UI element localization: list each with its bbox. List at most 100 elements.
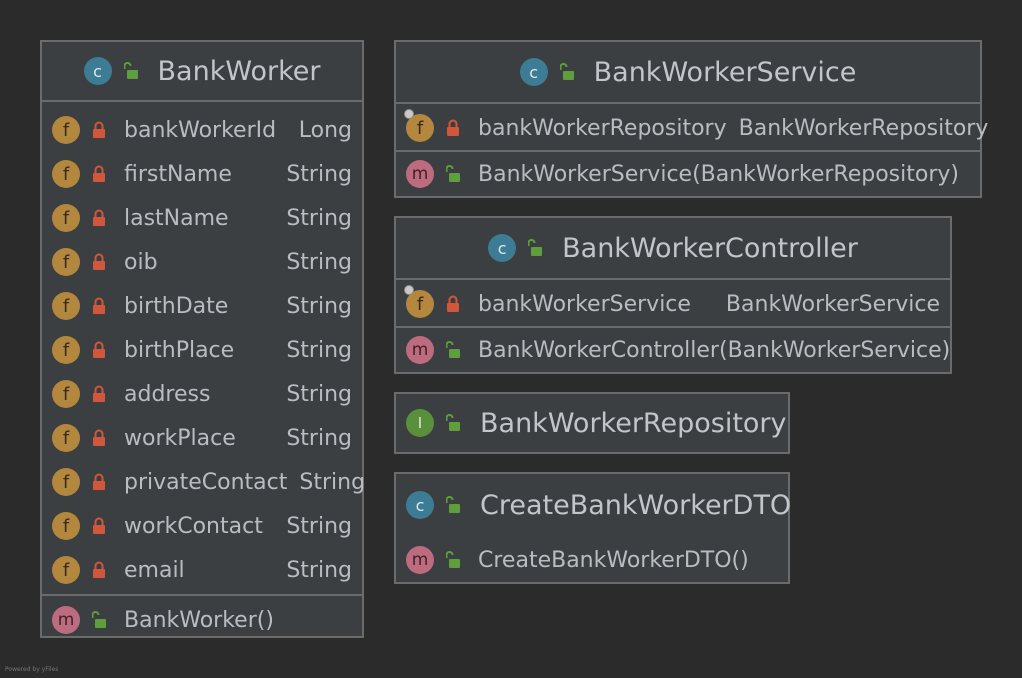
field-name: firstName xyxy=(124,161,232,187)
class-icon: c xyxy=(488,234,517,262)
field-type: String xyxy=(286,161,352,187)
bank-worker-class-box[interactable]: c BankWorker f bankWorkerId Long f firstName… xyxy=(40,40,366,638)
field-type: String xyxy=(286,557,352,583)
field-type: String xyxy=(286,337,352,363)
field-name: bankWorkerRepository xyxy=(478,115,727,141)
field-icon: f xyxy=(52,204,80,232)
class-name: BankWorkerService xyxy=(593,56,857,88)
lock-open-icon xyxy=(560,63,574,81)
field-row[interactable]: f address String xyxy=(42,372,362,416)
methods-section: m BankWorker() xyxy=(42,594,362,644)
lock-open-icon xyxy=(446,341,460,359)
lock-closed-icon xyxy=(446,295,460,313)
lock-open-icon xyxy=(446,414,460,432)
autowired-pin-icon xyxy=(404,285,414,295)
field-icon: f xyxy=(52,292,80,320)
lock-open-icon xyxy=(446,551,460,569)
lock-closed-icon xyxy=(92,253,106,271)
class-name: BankWorkerController xyxy=(562,232,858,264)
field-row[interactable]: f bankWorkerId Long xyxy=(42,108,362,152)
methods-section: m BankWorkerController(BankWorkerService) xyxy=(396,326,950,372)
bank-worker-repository-interface-box[interactable]: I BankWorkerRepository xyxy=(394,392,790,454)
field-name: oib xyxy=(124,249,158,275)
field-name: birthPlace xyxy=(124,337,235,363)
field-type: String xyxy=(286,513,352,539)
field-icon: f xyxy=(52,512,80,540)
method-icon: m xyxy=(406,546,434,574)
lock-closed-icon xyxy=(92,297,106,315)
field-name: lastName xyxy=(124,205,229,231)
powered-by-footer: Powered by yFiles xyxy=(5,666,59,673)
field-name: workPlace xyxy=(124,425,236,451)
lock-open-icon xyxy=(446,496,460,514)
method-icon: m xyxy=(406,160,434,188)
lock-closed-icon xyxy=(92,385,106,403)
lock-open-icon xyxy=(446,165,460,183)
lock-closed-icon xyxy=(92,429,106,447)
method-row[interactable]: m BankWorkerController(BankWorkerService) xyxy=(396,328,950,372)
field-row[interactable]: f bankWorkerService BankWorkerService xyxy=(396,282,950,326)
lock-closed-icon xyxy=(92,121,106,139)
method-signature: BankWorkerController(BankWorkerService) xyxy=(478,337,951,363)
class-icon: c xyxy=(83,57,112,85)
field-name: address xyxy=(124,381,211,407)
method-signature: BankWorker() xyxy=(124,607,274,633)
field-icon: f xyxy=(52,380,80,408)
method-icon: m xyxy=(406,336,434,364)
lock-open-icon xyxy=(528,239,542,257)
field-type: BankWorkerService xyxy=(725,291,940,317)
lock-closed-icon xyxy=(92,561,106,579)
method-signature: BankWorkerService(BankWorkerRepository) xyxy=(478,161,959,187)
class-header: c BankWorkerController xyxy=(396,218,950,280)
field-icon: f xyxy=(52,248,80,276)
field-name: bankWorkerId xyxy=(124,117,277,143)
method-icon: m xyxy=(52,606,80,634)
interface-name: BankWorkerRepository xyxy=(480,407,787,439)
field-icon: f xyxy=(404,109,434,142)
field-icon: f xyxy=(52,116,80,144)
field-icon: f xyxy=(52,160,80,188)
lock-closed-icon xyxy=(446,119,460,137)
autowired-pin-icon xyxy=(404,109,414,119)
field-icon: f xyxy=(404,285,434,318)
field-type: Long xyxy=(298,117,352,143)
field-type: String xyxy=(286,381,352,407)
field-icon: f xyxy=(52,556,80,584)
fields-section: f bankWorkerService BankWorkerService xyxy=(396,280,950,326)
interface-icon: I xyxy=(406,409,434,437)
method-row[interactable]: m BankWorkerService(BankWorkerRepository) xyxy=(396,152,980,196)
field-icon: f xyxy=(52,468,80,496)
class-header: c CreateBankWorkerDTO xyxy=(396,474,792,536)
field-name: birthDate xyxy=(124,293,229,319)
field-row[interactable]: f firstName String xyxy=(42,152,362,196)
class-name: CreateBankWorkerDTO xyxy=(480,489,792,521)
method-row[interactable]: m BankWorker() xyxy=(42,598,362,642)
field-type: String xyxy=(299,469,366,495)
class-header: c BankWorker xyxy=(42,42,362,102)
field-row[interactable]: f lastName String xyxy=(42,196,362,240)
field-row[interactable]: f privateContact String xyxy=(42,460,366,504)
interface-header: I BankWorkerRepository xyxy=(396,394,788,452)
lock-closed-icon xyxy=(92,165,106,183)
field-type: String xyxy=(286,205,352,231)
class-name: BankWorker xyxy=(157,55,321,87)
field-icon: f xyxy=(52,424,80,452)
field-name: bankWorkerService xyxy=(478,291,691,317)
lock-open-icon xyxy=(92,611,106,629)
field-name: privateContact xyxy=(124,469,288,495)
bank-worker-controller-class-box[interactable]: c BankWorkerController f bankWorkerServic… xyxy=(394,216,952,374)
lock-closed-icon xyxy=(92,341,106,359)
